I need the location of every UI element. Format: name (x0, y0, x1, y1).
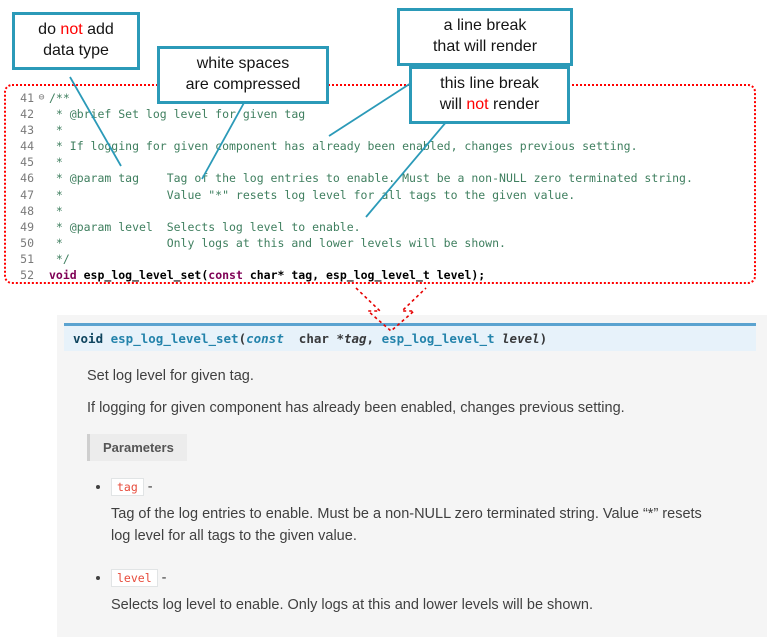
callout-line: a line break (443, 17, 527, 34)
code-text: */ (49, 251, 70, 266)
callout-no-datatype: do not add data type (12, 12, 140, 70)
code-text: void esp_log_level_set(const char* tag, … (49, 268, 486, 283)
fold-marker-icon: ⊖ (38, 92, 45, 103)
fold-marker-icon (34, 235, 49, 251)
code-text: * Value "*" resets log level for all tag… (49, 187, 576, 202)
code-line: 41 ⊖ /** (8, 90, 752, 106)
detailed-description: If logging for given component has alrea… (87, 400, 625, 416)
code-line: 46 * @param tag Tag of the log entries t… (8, 170, 752, 186)
param-description: Tag of the log entries to enable. Must b… (111, 506, 702, 545)
line-number: 51 (20, 251, 34, 266)
rendered-documentation: void esp_log_level_set(const char *tag, … (57, 315, 767, 637)
code-text: * (49, 123, 63, 138)
parameter-list: tag - Tag of the log entries to enable. … (111, 478, 741, 616)
code-text: * @brief Set log level for given tag (49, 107, 306, 122)
param-name-tag: tag (111, 478, 144, 496)
code-text: * Only logs at this and lower levels wil… (49, 235, 506, 250)
callout-line: data type (43, 41, 109, 59)
fold-marker-icon (34, 187, 49, 203)
code-line: 42 * @brief Set log level for given tag (8, 106, 752, 122)
line-number: 42 (20, 107, 34, 122)
line-number: 41 (20, 91, 34, 105)
callout-break-norender: this line break will not render (409, 66, 570, 124)
line-number: 49 (20, 219, 34, 234)
param-separator: - (157, 569, 167, 586)
line-number: 52 (20, 268, 34, 283)
fold-marker-icon (34, 267, 49, 283)
line-number: 45 (20, 155, 34, 170)
fold-marker-icon (34, 251, 49, 267)
callout-line: are compressed (185, 75, 301, 93)
doc-body: Set log level for given tag. If logging … (57, 351, 767, 616)
code-line: 47 * Value "*" resets log level for all … (8, 187, 752, 203)
callout-line: white spaces (196, 55, 290, 72)
code-text: /** (49, 91, 70, 105)
param-description: Selects log level to enable. Only logs a… (111, 596, 593, 613)
code-line: 50 * Only logs at this and lower levels … (8, 235, 752, 251)
code-line: 49 * @param level Selects log level to e… (8, 219, 752, 235)
code-line: 48 * (8, 203, 752, 219)
callout-line: do not add (38, 21, 114, 38)
code-line: 45 * (8, 154, 752, 170)
code-text: * @param level Selects log level to enab… (49, 219, 361, 234)
code-line: 43 * (8, 122, 752, 138)
callout-whitespace: white spaces are compressed (157, 46, 329, 104)
code-text: * If logging for given component has alr… (49, 139, 638, 154)
brief-description: Set log level for given tag. (87, 368, 254, 384)
fold-marker-icon (34, 122, 49, 138)
code-line-declaration: 52 void esp_log_level_set(const char* tag… (8, 267, 752, 283)
line-number: 44 (20, 139, 34, 154)
function-signature: void esp_log_level_set(const char *tag, … (64, 323, 756, 351)
callout-line: will not render (439, 95, 540, 113)
callout-line: that will render (432, 37, 538, 55)
fold-marker-icon (34, 170, 49, 186)
source-code-editor: 41 ⊖ /** 42 * @brief Set log level for giv… (4, 84, 756, 284)
fold-marker-icon (34, 154, 49, 170)
fold-marker-icon (34, 138, 49, 154)
code-text: * @param tag Tag of the log entries to e… (49, 171, 693, 186)
fold-marker-icon (34, 219, 49, 235)
callout-break-render: a line break that will render (397, 8, 573, 66)
line-number: 43 (20, 123, 34, 138)
fold-marker-icon (34, 203, 49, 219)
code-text: * (49, 155, 63, 170)
line-number: 47 (20, 187, 34, 202)
callout-line: this line break (440, 75, 539, 92)
code-text: * (49, 203, 63, 218)
code-line: 51 */ (8, 251, 752, 267)
code-line: 44 * If logging for given component has … (8, 138, 752, 154)
parameter-item-level: level - Selects log level to enable. Onl… (111, 568, 741, 616)
param-separator: - (143, 479, 153, 495)
parameters-heading: Parameters (87, 434, 187, 461)
line-number: 46 (20, 171, 34, 186)
parameter-item-tag: tag - Tag of the log entries to enable. … (111, 478, 741, 548)
param-name-level: level (111, 568, 158, 587)
line-number: 48 (20, 203, 34, 218)
line-number: 50 (20, 235, 34, 250)
fold-marker-icon (34, 106, 49, 122)
